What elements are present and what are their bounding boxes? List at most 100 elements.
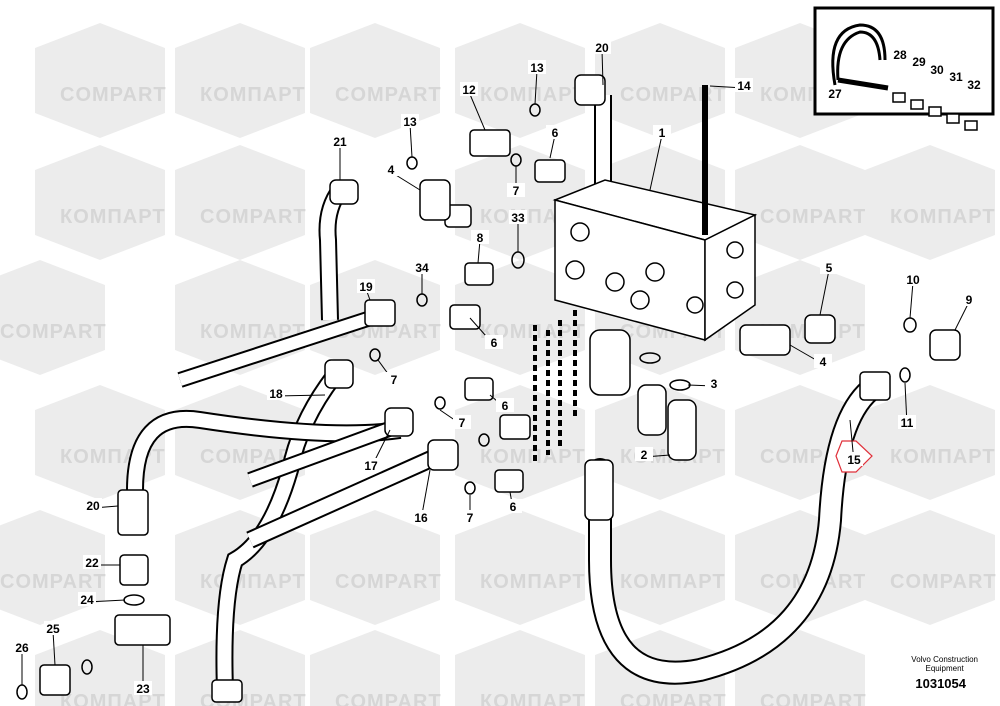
- callout-background: [78, 592, 96, 606]
- inset-callout-31[interactable]: 31: [949, 70, 963, 84]
- hose-16[interactable]: [246, 446, 444, 549]
- callout-18[interactable]: 18: [269, 387, 283, 401]
- callout-17[interactable]: 17: [364, 459, 378, 473]
- callout-background: [705, 376, 723, 390]
- callout-21[interactable]: 21: [333, 135, 347, 149]
- callout-7[interactable]: 7: [391, 373, 398, 387]
- callout-3[interactable]: 3: [711, 377, 718, 391]
- callout-13[interactable]: 13: [530, 61, 544, 75]
- inset-callout-28[interactable]: 28: [893, 48, 907, 62]
- callout-7[interactable]: 7: [467, 511, 474, 525]
- leader-line: [601, 49, 604, 86]
- callout-8[interactable]: 8: [477, 231, 484, 245]
- hose-17[interactable]: [247, 417, 403, 488]
- maker-line-1: Volvo Construction: [911, 655, 978, 664]
- callout-background: [485, 335, 503, 349]
- couplings-2[interactable]: [589, 329, 697, 461]
- callout-7[interactable]: 7: [459, 416, 466, 430]
- callout-background: [134, 681, 152, 695]
- callout-24[interactable]: 24: [80, 593, 94, 607]
- valve-block-1[interactable]: [552, 179, 758, 342]
- callout-10[interactable]: 10: [906, 273, 920, 287]
- callout-1[interactable]: 1: [659, 126, 666, 140]
- leader-line: [534, 69, 538, 105]
- inset-callout-30[interactable]: 30: [930, 63, 944, 77]
- callout-background: [44, 621, 62, 635]
- callout-25[interactable]: 25: [46, 622, 60, 636]
- callout-9[interactable]: 9: [966, 293, 973, 307]
- callout-background: [412, 510, 430, 524]
- callout-4[interactable]: 4: [388, 163, 395, 177]
- callout-background: [382, 162, 400, 176]
- callout-background: [471, 230, 489, 244]
- inset-callout-27[interactable]: 27: [828, 87, 842, 101]
- callout-20[interactable]: 20: [86, 499, 100, 513]
- callout-background: [13, 640, 31, 654]
- callout-background: [401, 114, 419, 128]
- callout-background: [635, 447, 653, 461]
- callout-6[interactable]: 6: [491, 336, 498, 350]
- fittings[interactable]: [39, 74, 961, 703]
- parts-layer: [16, 6, 995, 703]
- callout-background: [460, 82, 478, 96]
- callout-background: [461, 510, 479, 524]
- leader-line: [409, 123, 413, 158]
- callout-background: [331, 134, 349, 148]
- callout-20[interactable]: 20: [595, 41, 609, 55]
- callout-background: [546, 125, 564, 139]
- leader-line: [52, 630, 56, 666]
- inset-callout-32[interactable]: 32: [967, 78, 981, 92]
- pipe-dashed: [533, 310, 577, 465]
- callout-19[interactable]: 19: [359, 280, 373, 294]
- maker-line-2: Equipment: [925, 664, 964, 673]
- leader-line: [909, 281, 914, 319]
- callout-22[interactable]: 22: [85, 556, 99, 570]
- inset-callout-29[interactable]: 29: [912, 55, 926, 69]
- inset-box: [813, 6, 995, 131]
- callout-background: [83, 555, 101, 569]
- callout-6[interactable]: 6: [552, 126, 559, 140]
- callout-background: [593, 40, 611, 54]
- callout-33[interactable]: 33: [511, 211, 525, 225]
- maker-label: Volvo Construction Equipment: [911, 655, 978, 673]
- callout-4[interactable]: 4: [820, 355, 827, 369]
- callout-background: [653, 125, 671, 139]
- callout-11[interactable]: 11: [901, 416, 914, 430]
- hose-19[interactable]: [177, 307, 383, 388]
- callout-5[interactable]: 5: [826, 261, 833, 275]
- callout-34[interactable]: 34: [415, 261, 429, 275]
- callout-2[interactable]: 2: [641, 448, 648, 462]
- callout-background: [814, 354, 832, 368]
- callout-background: [735, 78, 753, 92]
- callout-15[interactable]: 15: [847, 453, 861, 467]
- callout-6[interactable]: 6: [502, 399, 509, 413]
- callout-background: [509, 210, 527, 224]
- callout-background: [898, 415, 916, 429]
- callout-background: [357, 279, 375, 293]
- callout-background: [362, 458, 380, 472]
- callout-7[interactable]: 7: [513, 184, 520, 198]
- callout-background: [496, 398, 514, 412]
- callout-background: [453, 415, 471, 429]
- callout-23[interactable]: 23: [136, 682, 150, 696]
- leader-line: [819, 269, 830, 316]
- callout-14[interactable]: 14: [737, 79, 751, 93]
- callout-12[interactable]: 12: [462, 83, 476, 97]
- callout-26[interactable]: 26: [15, 641, 29, 655]
- callout-background: [507, 183, 525, 197]
- callout-16[interactable]: 16: [414, 511, 428, 525]
- callout-background: [504, 499, 522, 513]
- o-rings: [16, 103, 917, 700]
- callout-background: [385, 372, 403, 386]
- callout-6[interactable]: 6: [510, 500, 517, 514]
- callout-layer: 20 13 14 12 13 6 1 21 4 7 33 8 34 5 10 9 19 6 7 4 3 18 11 6 7 15 2…: [13, 40, 981, 696]
- leader-line: [649, 134, 663, 191]
- callout-background: [528, 60, 546, 74]
- callout-13[interactable]: 13: [403, 115, 417, 129]
- leader-line: [468, 91, 486, 131]
- callout-background: [820, 260, 838, 274]
- drawing-number: 1031054: [915, 676, 966, 691]
